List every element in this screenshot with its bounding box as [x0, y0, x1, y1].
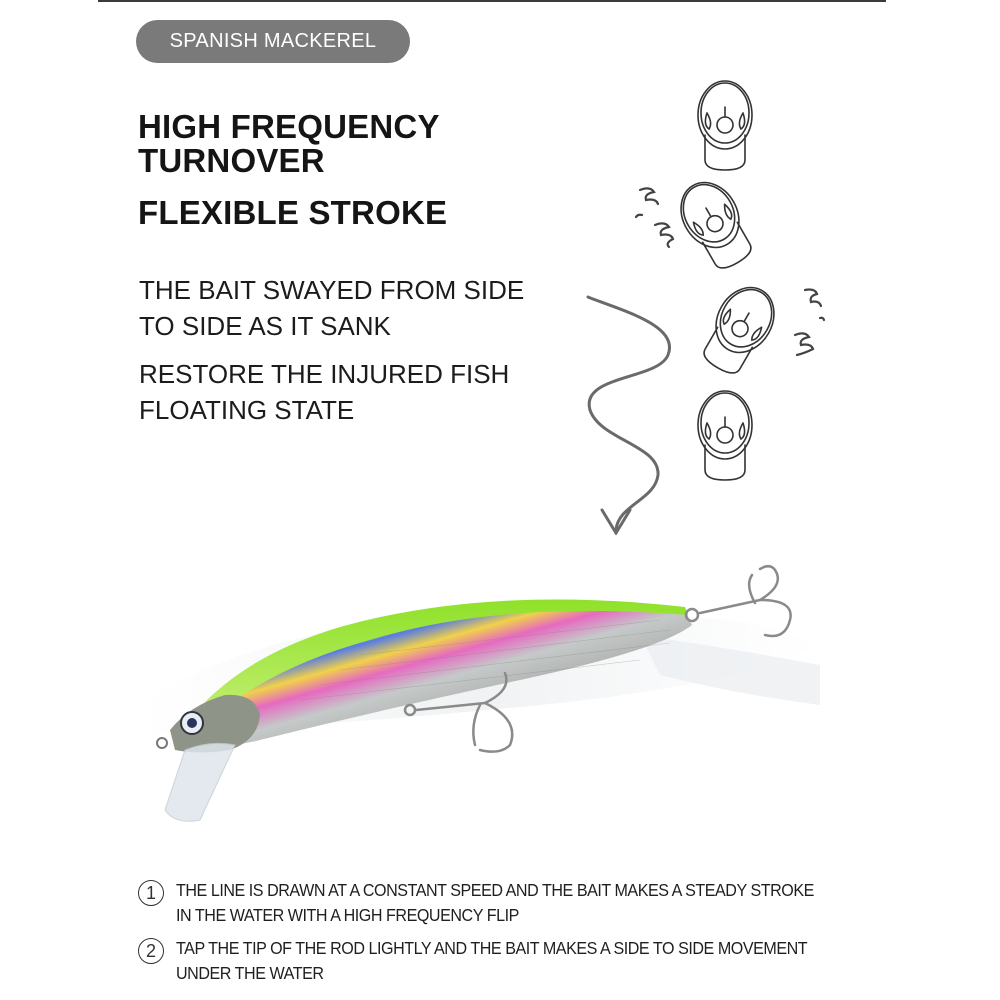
- lure-tilted-left-icon: [680, 181, 752, 269]
- step-number-circle: 1: [138, 880, 164, 906]
- heading-line: FLEXIBLE STROKE: [138, 194, 448, 231]
- lure-head: [170, 694, 260, 753]
- step-line: UNDER THE WATER: [176, 963, 324, 983]
- step-number-circle: 2: [138, 938, 164, 964]
- lure-lip: [164, 742, 236, 822]
- sway-illustration: [586, 80, 826, 535]
- lure-body: [180, 603, 692, 747]
- lure-back: [182, 599, 688, 733]
- motion-lines-left-icon: [634, 187, 675, 249]
- heading-high-frequency: HIGH FREQUENCY TURNOVER: [138, 110, 440, 178]
- step-text: THE LINE IS DRAWN AT A CONSTANT SPEED AN…: [176, 878, 814, 928]
- heading-line: TURNOVER: [138, 142, 325, 179]
- step-text: TAP THE TIP OF THE ROD LIGHTLY AND THE B…: [176, 936, 808, 986]
- paragraph-restore: RESTORE THE INJURED FISH FLOATING STATE: [139, 356, 509, 428]
- lure-front-view-icon: [697, 80, 753, 171]
- lure-tilted-right-icon: [703, 286, 775, 374]
- motion-lines-right-icon: [793, 288, 826, 357]
- paragraph-line: RESTORE THE INJURED FISH: [139, 359, 510, 389]
- paragraph-line: THE BAIT SWAYED FROM SIDE: [139, 275, 525, 305]
- sinking-path-arrow-icon: [586, 295, 672, 535]
- category-badge: SPANISH MACKEREL: [136, 20, 410, 63]
- step-item: 1 THE LINE IS DRAWN AT A CONSTANT SPEED …: [138, 878, 898, 928]
- step-item: 2 TAP THE TIP OF THE ROD LIGHTLY AND THE…: [138, 936, 898, 986]
- step-line: THE LINE IS DRAWN AT A CONSTANT SPEED AN…: [176, 880, 814, 900]
- paragraph-line: TO SIDE AS IT SANK: [139, 311, 391, 341]
- step-line: TAP THE TIP OF THE ROD LIGHTLY AND THE B…: [176, 938, 808, 958]
- tail-hook-icon: [684, 565, 792, 638]
- belly-hook-icon: [403, 671, 514, 753]
- heading-flexible-stroke: FLEXIBLE STROKE: [138, 196, 447, 230]
- paragraph-line: FLOATING STATE: [139, 395, 355, 425]
- heading-line: HIGH FREQUENCY: [138, 108, 440, 145]
- lure-product-image: [140, 565, 820, 822]
- lure-eye-icon: [180, 711, 204, 735]
- top-divider: [98, 0, 886, 2]
- paragraph-sway: THE BAIT SWAYED FROM SIDE TO SIDE AS IT …: [139, 272, 524, 344]
- step-line: IN THE WATER WITH A HIGH FREQUENCY FLIP: [176, 905, 519, 925]
- lure-front-view-icon: [697, 390, 753, 481]
- instruction-steps: 1 THE LINE IS DRAWN AT A CONSTANT SPEED …: [138, 878, 898, 994]
